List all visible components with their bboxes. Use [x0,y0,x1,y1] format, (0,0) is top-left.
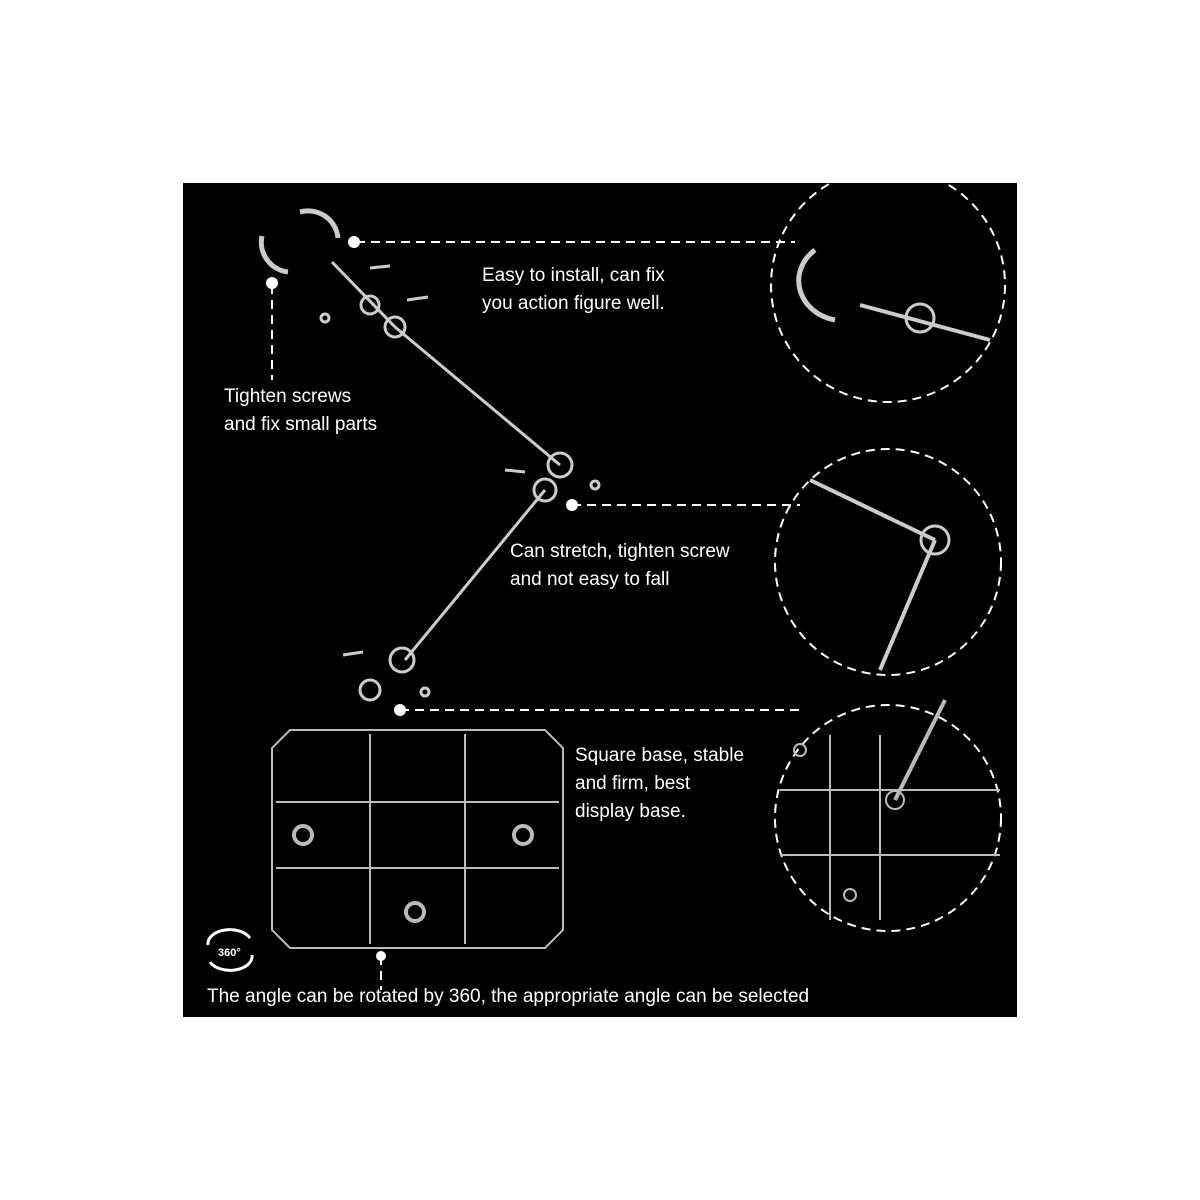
detail-circle-base [774,704,1002,932]
leader-dot [394,704,406,716]
square-base [271,729,564,949]
leader-dot [266,277,278,289]
rotate-360-icon [206,928,254,972]
detail-circle-joint [774,448,1002,676]
caption-screws: Tighten screws and fix small parts [224,386,378,435]
stand-arm [258,208,601,702]
detail-clamp [796,247,991,342]
leader-dot [566,499,578,511]
leader-dot [376,951,386,961]
caption-install: Easy to install, can fix you action figu… [482,265,665,314]
leader-dot [348,236,360,248]
caption-base: Square base, stable and firm, best displ… [575,745,745,822]
detail-base [780,699,1000,920]
caption-rotate: The angle can be rotated by 360, the app… [207,986,810,1007]
caption-stretch: Can stretch, tighten screw and not easy … [510,541,730,590]
rotate-badge-text: 360° [218,947,241,959]
detail-circle-clamp [770,167,1006,403]
detail-joint [809,478,951,671]
